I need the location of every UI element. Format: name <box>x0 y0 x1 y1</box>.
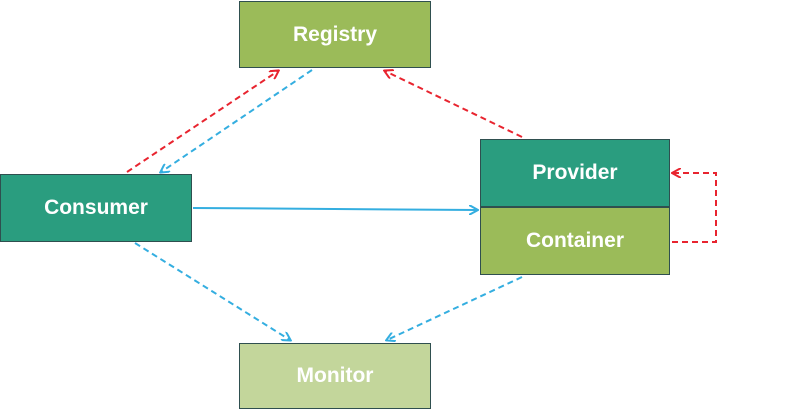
registry-node: Registry <box>239 1 431 68</box>
arrow-container-to-monitor <box>387 276 523 340</box>
provider-label: Provider <box>532 161 618 184</box>
arrow-consumer-to-provider <box>192 208 477 210</box>
container-label: Container <box>525 229 624 252</box>
monitor-label: Monitor <box>296 364 374 387</box>
arrow-registry-to-consumer <box>161 69 313 172</box>
monitor-node: Monitor <box>239 343 431 409</box>
consumer-node: Consumer <box>0 174 192 242</box>
registry-label: Registry <box>292 22 378 46</box>
arrow-consumer-to-monitor <box>134 242 290 340</box>
arrow-provider-to-registry <box>385 71 523 138</box>
provider-node: Provider <box>480 139 670 207</box>
consumer-label: Consumer <box>44 196 148 219</box>
arrow-container-to-provider <box>672 173 717 243</box>
container-node: Container <box>480 207 670 275</box>
arrow-consumer-to-registry <box>126 71 278 173</box>
